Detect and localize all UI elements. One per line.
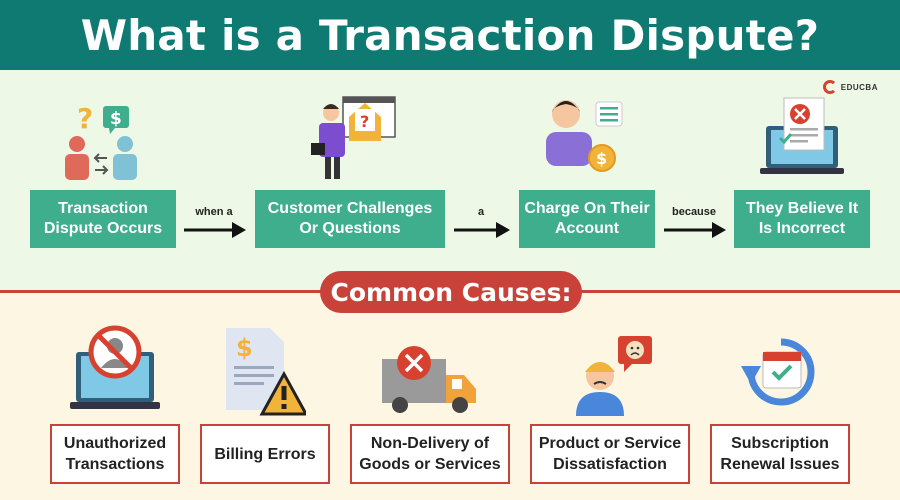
cause-non-delivery: Non-Delivery of Goods or Services [350,424,510,484]
cause-billing-errors: Billing Errors [200,424,330,484]
svg-text:?: ? [77,102,93,135]
person-envelope-icon: ? [311,96,396,179]
delivery-truck-cancel-icon [382,346,476,413]
brand-logo: EDUCBA [822,80,878,94]
svg-text:?: ? [360,112,369,131]
flow-step-dispute-occurs: Transaction Dispute Occurs [30,190,176,248]
connector-when-a: when a [180,204,248,244]
laptop-document-icon [760,97,844,174]
page-title: What is a Transaction Dispute? [80,10,820,60]
arrow-right-icon [664,222,726,238]
logo-text: EDUCBA [840,82,878,92]
connector-because: because [660,204,728,244]
people-question-icon: ? $ [65,102,137,180]
header-banner: What is a Transaction Dispute? [0,0,900,70]
arrow-right-icon [454,222,510,238]
laptop-blocked-user-icon [70,325,160,409]
unhappy-person-icon [576,336,652,416]
bill-warning-icon: $ [226,328,306,416]
flow-step-believe-incorrect: They Believe It Is Incorrect [734,190,870,248]
cause-subscription-renewal: Subscription Renewal Issues [710,424,850,484]
connector-label: a [477,206,485,218]
arrow-right-icon [184,222,246,238]
flow-step-charge-account: Charge On Their Account [519,190,655,248]
definition-section: EDUCBA [0,70,900,292]
svg-text:$: $ [236,334,253,362]
calendar-renewal-icon [741,338,815,406]
connector-label: when a [195,206,233,218]
person-coin-icon: $ [546,100,623,172]
educba-logo-icon [822,80,837,94]
svg-text:$: $ [110,109,122,129]
svg-text:$: $ [596,149,607,168]
causes-title: Common Causes: [320,271,582,313]
connector-label: because [671,206,717,218]
flow-step-customer-challenges: Customer Challenges Or Questions [255,190,445,248]
connector-a: a [450,204,512,244]
cause-dissatisfaction: Product or Service Dissatisfaction [530,424,690,484]
cause-unauthorized-transactions: Unauthorized Transactions [50,424,180,484]
